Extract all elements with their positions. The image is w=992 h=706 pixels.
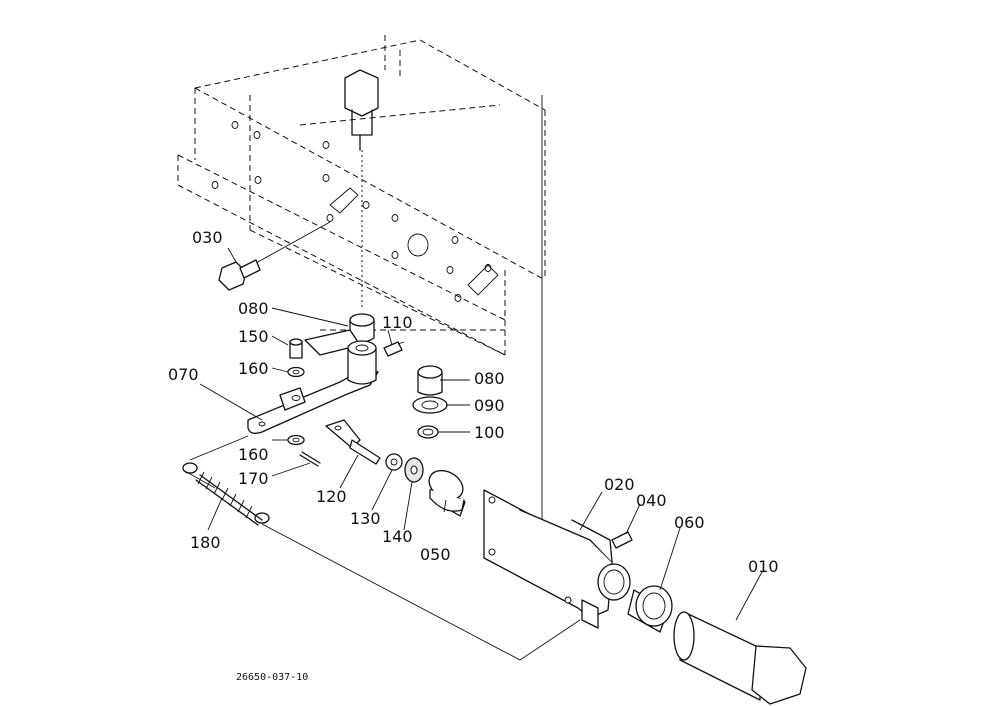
part-080-bushing-lower — [417, 365, 443, 396]
diagram-code: 26650-037-10 — [236, 672, 308, 683]
part-130-nut — [385, 453, 403, 471]
label-020: 020 — [604, 475, 635, 494]
label-140: 140 — [382, 527, 413, 546]
part-140-washer — [404, 457, 424, 483]
label-080-upper: 080 — [238, 299, 269, 318]
part-080-bushing-upper — [349, 313, 375, 343]
part-090-washer — [412, 396, 448, 414]
callout-labels: 030 080 150 160 110 070 080 090 100 160 … — [168, 228, 779, 576]
part-160-washer-upper — [287, 366, 305, 378]
part-160-washer-lower — [287, 434, 305, 446]
upper-pin-holder — [344, 69, 379, 310]
part-010-pedal-shaft — [673, 611, 807, 705]
part-050-bushing — [428, 469, 466, 517]
leader-lines — [199, 247, 763, 621]
part-180-spring — [182, 462, 270, 526]
label-080-lower: 080 — [474, 369, 505, 388]
label-150: 150 — [238, 327, 269, 346]
label-060: 060 — [674, 513, 705, 532]
label-170: 170 — [238, 469, 269, 488]
label-100: 100 — [474, 423, 505, 442]
label-030: 030 — [192, 228, 223, 247]
label-040: 040 — [636, 491, 667, 510]
label-090: 090 — [474, 396, 505, 415]
part-070-lever-arm — [247, 329, 379, 434]
part-030-bolt — [218, 259, 261, 291]
frame-holes — [211, 121, 499, 302]
label-180: 180 — [190, 533, 221, 552]
label-160-lower: 160 — [238, 445, 269, 464]
tractor-frame — [177, 35, 546, 356]
part-110-grease-fitting — [383, 341, 405, 357]
label-110: 110 — [382, 313, 413, 332]
label-120: 120 — [316, 487, 347, 506]
label-070: 070 — [168, 365, 199, 384]
part-020-bracket — [483, 489, 631, 629]
label-130: 130 — [350, 509, 381, 528]
part-100-snap-ring — [417, 425, 439, 439]
part-040-grease-fitting — [611, 531, 633, 549]
label-010: 010 — [748, 557, 779, 576]
part-120-rod-end — [325, 419, 381, 465]
part-170-cotter-pin — [299, 451, 321, 467]
part-060-bushing — [627, 585, 673, 633]
label-160-upper: 160 — [238, 359, 269, 378]
part-150-pin — [289, 338, 303, 359]
label-050: 050 — [420, 545, 451, 564]
